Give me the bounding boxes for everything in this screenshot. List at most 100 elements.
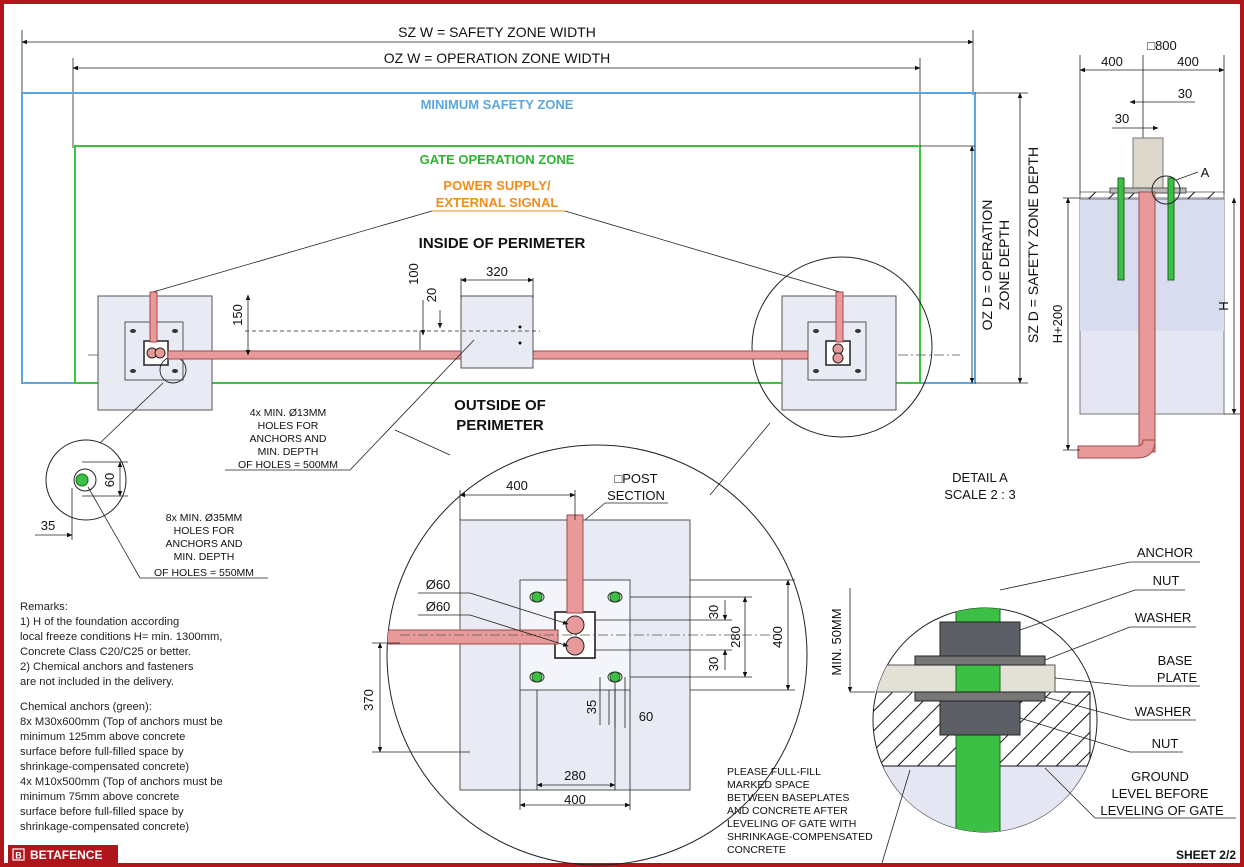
label-ground-2: LEVEL BEFORE <box>1111 786 1208 801</box>
sz-depth-label: SZ D = SAFETY ZONE DEPTH <box>1025 147 1041 343</box>
dim-20: 20 <box>424 288 439 302</box>
post-dim-h200: H+200 <box>1050 305 1065 344</box>
section-dim-400-v: 400 <box>770 626 785 648</box>
gate-operation-zone <box>74 145 921 384</box>
holes13-line5: OF HOLES = 500MM <box>238 459 338 471</box>
section-dim-60: 60 <box>639 709 653 724</box>
section-title-section: SECTION <box>607 488 665 503</box>
remarks-line-2: 1) H of the foundation according <box>20 616 179 628</box>
detail-dim-35: 35 <box>41 518 55 533</box>
detail-a-marker: A <box>1201 165 1210 180</box>
fill-note-2: MARKED SPACE <box>727 779 810 791</box>
minimum-safety-zone-label: MINIMUM SAFETY ZONE <box>421 97 574 112</box>
label-min-50mm: MIN. 50MM <box>829 608 844 675</box>
anchor-hole-detail <box>45 439 127 521</box>
plan-view: SZ W = SAFETY ZONE WIDTH OZ W = OPERATIO… <box>21 24 1041 579</box>
post-dim-h: H <box>1216 301 1231 310</box>
junction-box <box>460 295 534 369</box>
fill-note-3: BETWEEN BASEPLATES <box>727 792 849 804</box>
holes13-line4: MIN. DEPTH <box>258 446 319 458</box>
post-dim-400-right: 400 <box>1177 54 1199 69</box>
section-dim-280-h: 280 <box>564 768 586 783</box>
section-dim-30-a: 30 <box>706 605 721 619</box>
detail-dim-60: 60 <box>102 473 117 487</box>
oz-depth-label-2: ZONE DEPTH <box>996 220 1012 310</box>
label-ground-3: LEVELING OF GATE <box>1100 803 1224 818</box>
oz-width-label: OZ W = OPERATION ZONE WIDTH <box>384 50 610 66</box>
anchors-line-5: shrinkage-compensated concrete) <box>20 761 189 773</box>
post-dim-30-left: 30 <box>1115 111 1129 126</box>
remarks-block: Remarks: 1) H of the foundation accordin… <box>20 601 223 833</box>
anchors-line-8: surface before full-filled space by <box>20 806 184 818</box>
remarks-title: Remarks: <box>20 601 68 613</box>
holes35-line2: HOLES FOR <box>174 525 235 537</box>
section-dim-400-bottom: 400 <box>564 792 586 807</box>
sz-width-label: SZ W = SAFETY ZONE WIDTH <box>398 24 596 40</box>
post-side-view: □800 400 400 30 30 A H+200 H <box>1050 38 1240 459</box>
remarks-line-4: Concrete Class C20/C25 or better. <box>20 646 191 658</box>
anchors-title: Chemical anchors (green): <box>20 701 152 713</box>
anchors-line-9: shrinkage-compensated concrete) <box>20 821 189 833</box>
section-dim-280-v: 280 <box>728 626 743 648</box>
post-dim-400-left: 400 <box>1101 54 1123 69</box>
holes35-line3: ANCHORS AND <box>165 538 242 550</box>
brand-name: BETAFENCE <box>30 848 102 862</box>
holes35-line1: 8x MIN. Ø35MM <box>166 512 242 524</box>
sheet-number: SHEET 2/2 <box>1176 848 1236 862</box>
brand-logo: B BETAFENCE <box>8 845 118 864</box>
gate-post <box>1132 137 1164 194</box>
holes13-line1: 4x MIN. Ø13MM <box>250 407 326 419</box>
post-section-view: 400 □POST SECTION Ø60 Ø60 30 30 280 400 … <box>361 422 808 866</box>
section-dim-35: 35 <box>584 700 599 714</box>
outside-perimeter-label-1: OUTSIDE OF <box>454 397 546 414</box>
post-dim-30-top: 30 <box>1178 86 1192 101</box>
anchors-line-7: minimum 75mm above concrete <box>20 791 179 803</box>
section-dim-30-b: 30 <box>706 657 721 671</box>
label-nut-bottom: NUT <box>1152 736 1179 751</box>
section-dim-370: 370 <box>361 689 376 711</box>
label-base: BASE <box>1158 653 1193 668</box>
fill-note-4: AND CONCRETE AFTER <box>727 805 848 817</box>
holes13-line2: HOLES FOR <box>258 420 319 432</box>
label-washer-bottom: WASHER <box>1135 704 1192 719</box>
remarks-line-6: are not included in the delivery. <box>20 676 174 688</box>
detail-a-view: ANCHOR NUT WASHER BASE PLATE WASHER NUT … <box>727 545 1236 864</box>
detail-a-scale: SCALE 2 : 3 <box>944 487 1016 502</box>
dim-100: 100 <box>406 263 421 285</box>
fill-note-5: LEVELING OF GATE WITH <box>727 818 856 830</box>
brand-logo-mark: B <box>15 851 22 861</box>
section-dia-60-a: Ø60 <box>426 577 451 592</box>
gate-operation-zone-label: GATE OPERATION ZONE <box>420 152 575 167</box>
remarks-line-5: 2) Chemical anchors and fasteners <box>20 661 194 673</box>
anchors-line-6: 4x M10x500mm (Top of anchors must be <box>20 776 223 788</box>
label-nut-top: NUT <box>1153 573 1180 588</box>
section-dia-60-b: Ø60 <box>426 599 451 614</box>
inside-perimeter-label: INSIDE OF PERIMETER <box>419 235 586 252</box>
external-signal-label: EXTERNAL SIGNAL <box>436 195 559 210</box>
detail-a-title: DETAIL A <box>952 470 1008 485</box>
section-dim-400-top: 400 <box>506 478 528 493</box>
holes35-line5: OF HOLES = 550MM <box>154 567 254 579</box>
post-section-circle <box>386 444 808 866</box>
anchors-line-4: surface before full-filled space by <box>20 746 184 758</box>
power-supply-label: POWER SUPPLY/ <box>443 178 551 193</box>
section-title-post: □POST <box>614 471 657 486</box>
dim-150: 150 <box>230 304 245 326</box>
remarks-line-3: local freeze conditions H= min. 1300mm, <box>20 631 222 643</box>
holes35-line4: MIN. DEPTH <box>174 551 235 563</box>
label-washer-top: WASHER <box>1135 610 1192 625</box>
dim-320: 320 <box>486 264 508 279</box>
post-square-800: □800 <box>1147 38 1177 53</box>
anchors-line-2: 8x M30x600mm (Top of anchors must be <box>20 716 223 728</box>
label-plate: PLATE <box>1157 670 1198 685</box>
anchors-line-3: minimum 125mm above concrete <box>20 731 185 743</box>
fill-note-7: CONCRETE <box>727 844 786 856</box>
oz-depth-label-1: OZ D = OPERATION <box>979 200 995 331</box>
fill-note-6: SHRINKAGE-COMPENSATED <box>727 831 873 843</box>
fill-note-1: PLEASE FULL-FILL <box>727 766 821 778</box>
outside-perimeter-label-2: PERIMETER <box>456 417 544 434</box>
label-ground-1: GROUND <box>1131 769 1189 784</box>
